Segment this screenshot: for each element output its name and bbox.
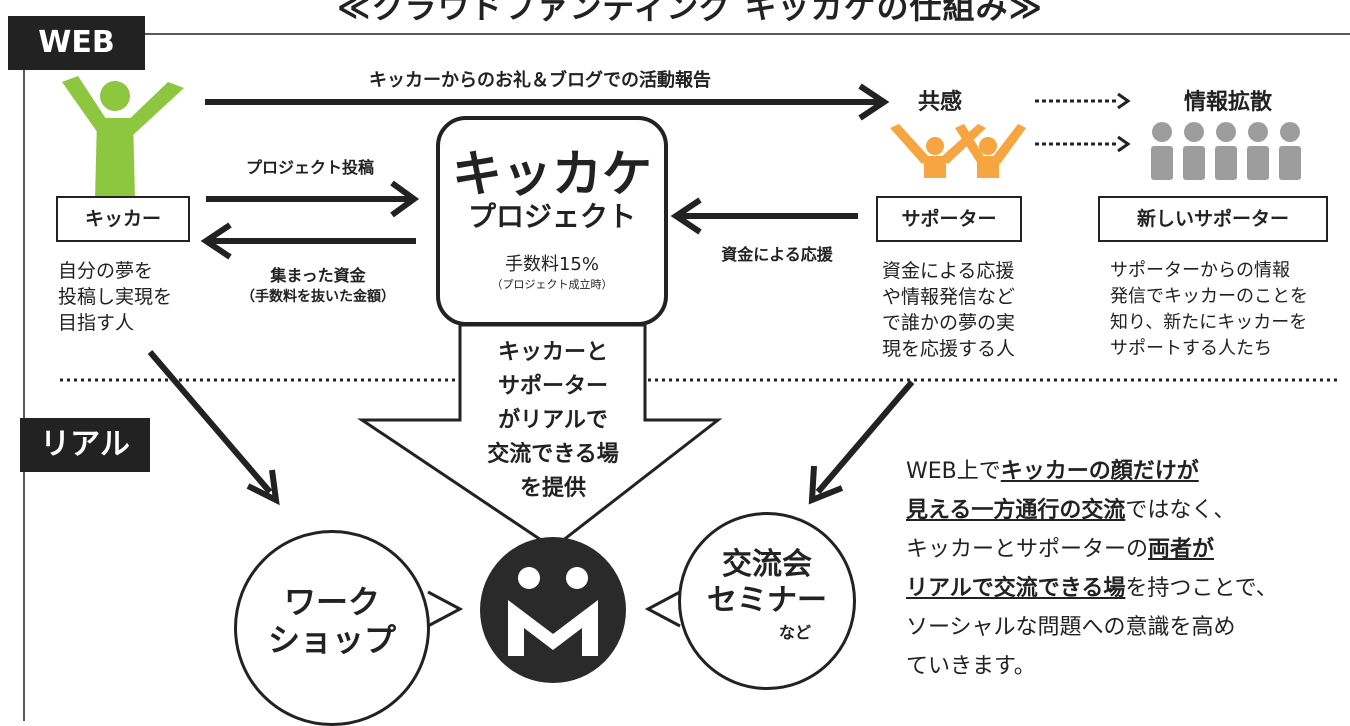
project-fee: 手数料15%	[504, 254, 599, 275]
post-arrow-label: プロジェクト投稿	[245, 158, 374, 177]
seminar-circle: 交流会 セミナー など	[678, 512, 856, 690]
kicker-box: キッカー	[56, 196, 190, 242]
new-supporter-box: 新しいサポーター	[1098, 196, 1328, 242]
supporter-box: サポーター	[876, 196, 1022, 242]
explanation-paragraph: WEB上でキッカーの顔だけが 見える一方通行の交流ではなく、 キッカーとサポータ…	[906, 459, 1278, 679]
support-arrow	[670, 197, 858, 235]
workshop-label: ワーク ショップ	[267, 583, 396, 659]
post-arrow	[206, 180, 420, 218]
kicker-figure-icon	[62, 76, 184, 200]
new-supporter-description: サポーターからの情報 発信でキッカーのことを 知り、新たにキッカーを サポートす…	[1110, 260, 1308, 359]
workshop-circle: ワーク ショップ	[234, 530, 430, 726]
seminar-pointer	[644, 590, 681, 628]
project-fee-note: （プロジェクト成立時）	[491, 278, 613, 291]
support-arrow-label: 資金による応援	[721, 245, 833, 264]
spread-arrows	[1035, 92, 1131, 153]
kikkake-logo-icon	[480, 537, 626, 683]
section-web-label: WEB	[8, 16, 145, 70]
project-title: キッカケ	[452, 145, 652, 203]
project-box: キッカケ プロジェクト 手数料15% （プロジェクト成立時）	[436, 116, 668, 326]
supporter-to-seminar-arrow	[808, 380, 915, 505]
funds-arrow-label: 集まった資金 （手数料を抜いた金額）	[241, 266, 395, 305]
project-subtitle: プロジェクト	[467, 200, 636, 233]
new-supporters-icon	[1151, 122, 1301, 180]
workshop-pointer	[427, 590, 464, 628]
kicker-description: 自分の夢を 投稿し実現を 目指す人	[58, 260, 173, 334]
empathy-heading: 共感	[917, 90, 962, 115]
big-down-arrow	[357, 323, 723, 550]
supporter-figure-icon	[890, 124, 1026, 178]
seminar-label: 交流会 セミナー	[707, 547, 827, 618]
page-title: ≪クラウドファンディング キッカケの仕組み≫	[337, 0, 1043, 26]
report-arrow	[205, 83, 890, 121]
big-arrow-text: キッカーと サポーター がリアルで 交流できる場 を提供	[487, 340, 619, 501]
seminar-note: など	[778, 623, 811, 642]
section-real-label: リアル	[20, 418, 150, 472]
funds-arrow	[200, 222, 416, 260]
kicker-to-workshop-arrow	[147, 350, 280, 506]
report-arrow-label: キッカーからのお礼＆ブログでの活動報告	[369, 70, 711, 91]
supporter-description: 資金による応援 や情報発信など で誰かの夢の実 現を応援する人	[882, 260, 1016, 360]
spread-heading: 情報拡散	[1183, 90, 1272, 115]
